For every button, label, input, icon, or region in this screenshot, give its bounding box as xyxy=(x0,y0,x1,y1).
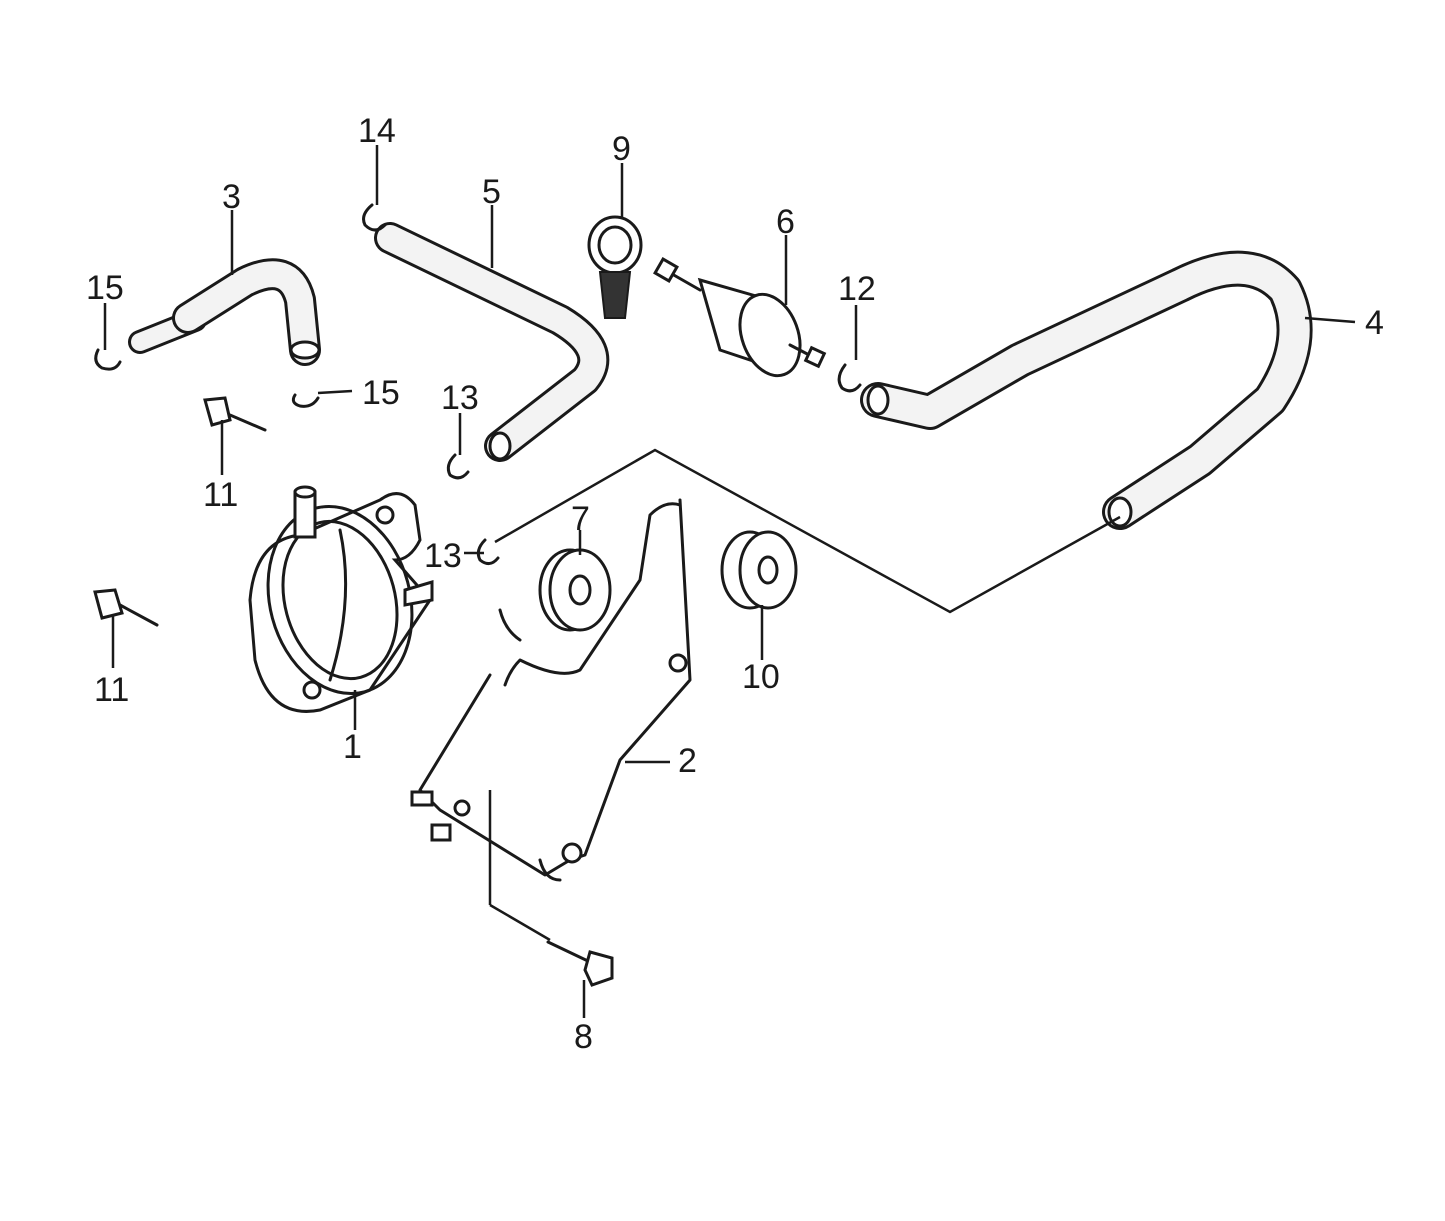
callout-label: 14 xyxy=(358,112,396,150)
callout-label: 4 xyxy=(1365,304,1384,342)
callout-label: 3 xyxy=(222,178,241,216)
callout-label: 15 xyxy=(86,269,124,307)
callout-label: 10 xyxy=(742,658,780,696)
callout-label: 5 xyxy=(482,173,501,211)
screw-11-upper[interactable] xyxy=(203,396,267,432)
callout-label: 13 xyxy=(424,537,462,575)
outline-bracket-reference xyxy=(494,448,1121,614)
callout-label: 11 xyxy=(203,476,238,514)
clip-15-right[interactable] xyxy=(291,393,320,408)
elbow-hose-3[interactable] xyxy=(128,258,321,366)
callout-label: 13 xyxy=(441,379,479,417)
leader-8-axis-b xyxy=(489,903,551,942)
screw-11-lower[interactable] xyxy=(93,588,159,627)
bracket-2[interactable] xyxy=(410,498,692,882)
callout-label: 1 xyxy=(343,728,362,766)
leader-4 xyxy=(1304,316,1356,324)
callout-label: 7 xyxy=(571,500,590,538)
callout-label: 8 xyxy=(574,1018,593,1056)
clip-14[interactable] xyxy=(362,203,387,232)
callout-label: 12 xyxy=(838,270,876,308)
hose-clip-9[interactable] xyxy=(587,215,643,319)
bolt-8[interactable] xyxy=(546,940,614,987)
clip-13-lower[interactable] xyxy=(476,538,500,565)
hose-4-end xyxy=(866,384,890,416)
fuel-pump-1[interactable] xyxy=(248,485,434,713)
clip-15-left[interactable] xyxy=(94,348,122,371)
grommet-10[interactable] xyxy=(720,530,798,610)
hose-5-end xyxy=(488,431,512,461)
callout-label: 9 xyxy=(612,130,631,168)
callout-label: 11 xyxy=(94,671,129,709)
grommet-7[interactable] xyxy=(538,548,612,632)
callout-label: 2 xyxy=(678,742,697,780)
fuel-hose-4[interactable] xyxy=(860,250,1313,530)
clip-13-upper[interactable] xyxy=(446,453,470,480)
fuel-hose-5[interactable] xyxy=(374,222,610,462)
callout-label: 15 xyxy=(362,374,400,412)
leader-15b xyxy=(317,389,353,395)
callout-label: 6 xyxy=(776,203,795,241)
hose-3-end xyxy=(289,340,321,360)
fuel-filter-6[interactable] xyxy=(653,257,827,384)
clip-12[interactable] xyxy=(837,363,862,393)
